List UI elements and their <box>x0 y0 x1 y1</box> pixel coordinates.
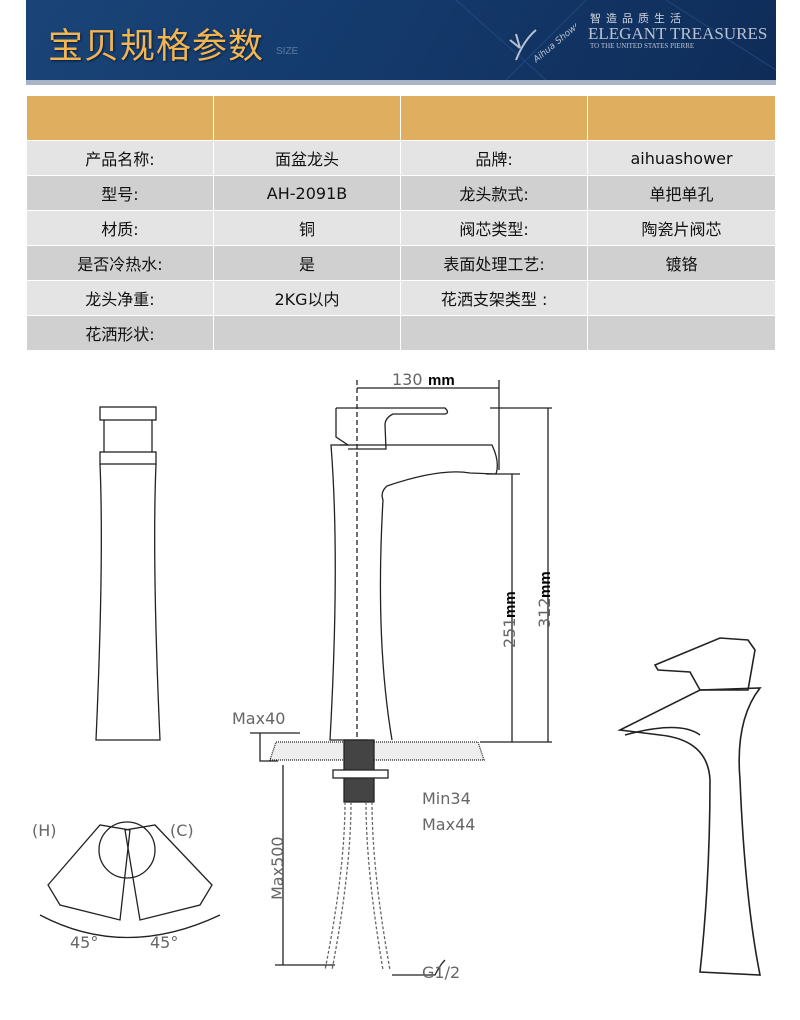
dim-spout-height: 251 <box>500 617 519 648</box>
spec-label: 花洒支架类型 : <box>400 280 589 316</box>
dim-width: 130 <box>392 370 423 389</box>
spec-label: 龙头净重: <box>26 280 214 316</box>
faucet-perspective-view <box>617 637 762 976</box>
front-view-faucet <box>95 406 161 741</box>
page-subtitle: SIZE <box>276 46 299 57</box>
dim-thread: G1/2 <box>422 963 460 982</box>
dim-total-unit: mm <box>537 571 554 598</box>
table-row: 花洒形状: <box>26 315 776 351</box>
page-title: 宝贝规格参数 <box>48 27 265 67</box>
spec-value: AH-2091B <box>212 175 402 211</box>
spec-value: 是 <box>212 245 402 281</box>
header-banner: 宝贝规格参数 SIZE Aihua Shower 智造品质生活 ELEGANT … <box>26 0 776 80</box>
cold-label: (C) <box>170 821 194 840</box>
banner-decoration <box>455 0 776 80</box>
dim-max-deck: Max40 <box>232 709 285 728</box>
spec-label: 龙头款式: <box>400 175 589 211</box>
banner-divider <box>26 80 776 85</box>
table-row: 产品名称:面盆龙头品牌:aihuashower <box>26 140 776 176</box>
spec-label: 花洒形状: <box>26 315 214 351</box>
dim-spout-unit: mm <box>502 591 519 618</box>
dim-min-hole: Min34 <box>422 789 471 808</box>
spec-value <box>587 315 776 351</box>
angle-left: 45° <box>70 933 98 952</box>
brand-logo: Aihua Shower <box>509 17 576 66</box>
spec-label: 产品名称: <box>26 140 214 176</box>
spec-label: 材质: <box>26 210 214 246</box>
spec-label: 表面处理工艺: <box>400 245 589 281</box>
slogan-english: ELEGANT TREASURES <box>588 24 768 43</box>
spec-label <box>400 315 589 351</box>
spec-value: 面盆龙头 <box>212 140 402 176</box>
slogan-subtitle: TO THE UNITED STATES PIERRE <box>590 42 695 50</box>
dim-max-hole: Max44 <box>422 815 475 834</box>
table-row: 龙头净重:2KG以内花洒支架类型 : <box>26 280 776 316</box>
spec-value: 铜 <box>212 210 402 246</box>
table-row: 是否冷热水:是表面处理工艺:镀铬 <box>26 245 776 281</box>
hot-label: (H) <box>32 821 57 840</box>
dim-total-height: 312 <box>535 597 554 628</box>
dim-width-unit: mm <box>428 372 455 389</box>
spec-value: 2KG以内 <box>212 280 402 316</box>
spec-value: aihuashower <box>587 140 776 176</box>
spec-value: 单把单孔 <box>587 175 776 211</box>
spec-label: 品牌: <box>400 140 589 176</box>
spec-label: 型号: <box>26 175 214 211</box>
table-row: 材质:铜阀芯类型:陶瓷片阀芯 <box>26 210 776 246</box>
spec-label: 是否冷热水: <box>26 245 214 281</box>
side-view-faucet <box>250 380 552 976</box>
spec-value: 陶瓷片阀芯 <box>587 210 776 246</box>
dim-hose-length: Max500 <box>268 836 287 900</box>
spec-value <box>587 280 776 316</box>
angle-right: 45° <box>150 933 178 952</box>
slogan-chinese: 智造品质生活 <box>590 12 686 25</box>
spec-value <box>212 315 402 351</box>
handle-rotation-view <box>39 821 221 939</box>
